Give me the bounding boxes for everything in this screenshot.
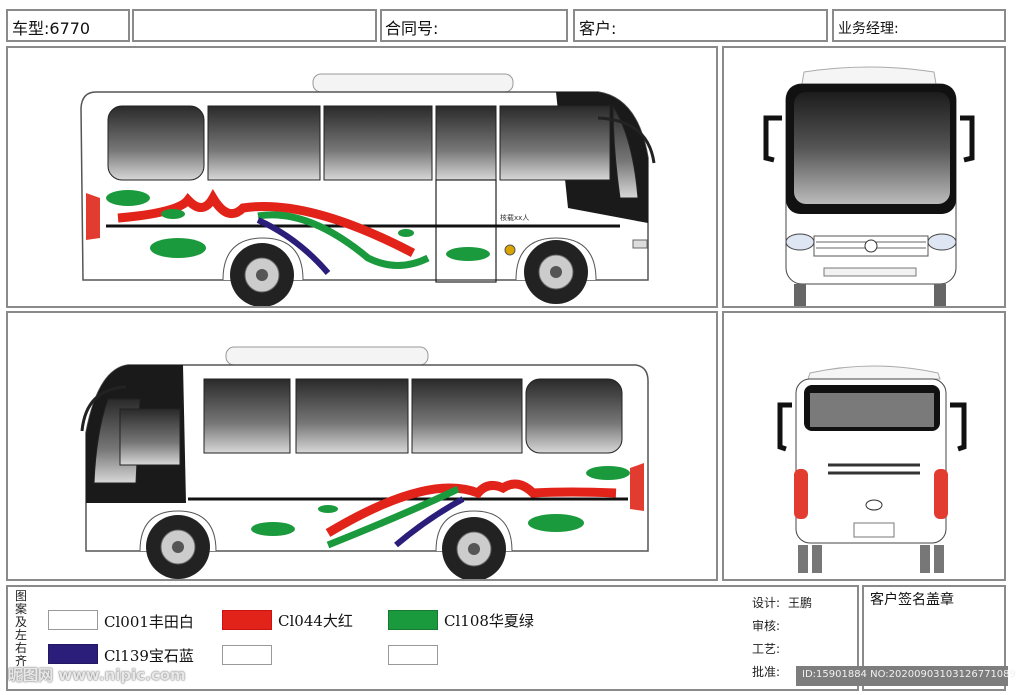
customer-box (573, 9, 828, 42)
review-line: 审核: (752, 617, 780, 634)
swatch-white-label: Cl001丰田白 (104, 613, 194, 631)
model-box (6, 9, 130, 42)
approve-line: 批准: (752, 663, 780, 680)
manager-label: 业务经理: (838, 21, 899, 37)
front-wheel (524, 240, 588, 304)
bus-side-left-drawing (80, 346, 649, 579)
swatch-empty-1 (222, 645, 272, 665)
contract-label: 合同号: (385, 19, 439, 38)
craft-label: 工艺: (752, 642, 781, 656)
rear-view-panel (722, 311, 1006, 581)
bus-side-right-drawing: 核载xx人 (80, 73, 656, 306)
left-rear-wheel (442, 517, 506, 579)
contract-box (380, 9, 568, 42)
design-label: 设计: (752, 596, 781, 610)
swatch-empty-2 (388, 645, 438, 665)
watermark-site: 昵图网 www.nipic.com (8, 666, 186, 684)
color-legend-panel (6, 585, 859, 691)
side-view-right-panel: 核载xx人 (6, 46, 718, 308)
signature-title: 客户签名盖章 (870, 592, 954, 608)
left-front-wheel (146, 515, 210, 579)
design-line: 设计: 王鹏 (752, 594, 812, 611)
model-value-box (132, 9, 377, 42)
designer-name: 王鹏 (788, 596, 813, 610)
swatch-green-label: Cl108华夏绿 (444, 612, 534, 630)
manager-box (832, 9, 1006, 42)
swatch-white (48, 610, 98, 630)
swatch-green (388, 610, 438, 630)
swatch-red-label: Cl044大红 (278, 612, 353, 630)
approve-label: 批准: (752, 665, 781, 679)
rear-wheel (230, 243, 294, 306)
watermark-id: ID:15901884 NO:20200903103126771089 (796, 666, 1016, 686)
swatch-red (222, 610, 272, 630)
signature-panel (862, 585, 1006, 691)
front-view-panel (722, 46, 1006, 308)
swatch-blue (48, 644, 98, 664)
bus-rear-drawing (777, 365, 967, 573)
swatch-blue-label: Cl139宝石蓝 (104, 647, 194, 665)
legend-side-label: 图案及左右齐 (14, 589, 27, 668)
left-windows (203, 378, 623, 454)
bus-front-drawing (763, 66, 975, 306)
model-label: 车型:6770 (12, 19, 91, 38)
craft-line: 工艺: (752, 640, 780, 657)
review-label: 审核: (752, 619, 781, 633)
side-windows (107, 104, 639, 199)
seat-capacity-text: 核载xx人 (500, 213, 529, 222)
side-view-left-panel (6, 311, 718, 581)
customer-label: 客户: (579, 19, 617, 38)
